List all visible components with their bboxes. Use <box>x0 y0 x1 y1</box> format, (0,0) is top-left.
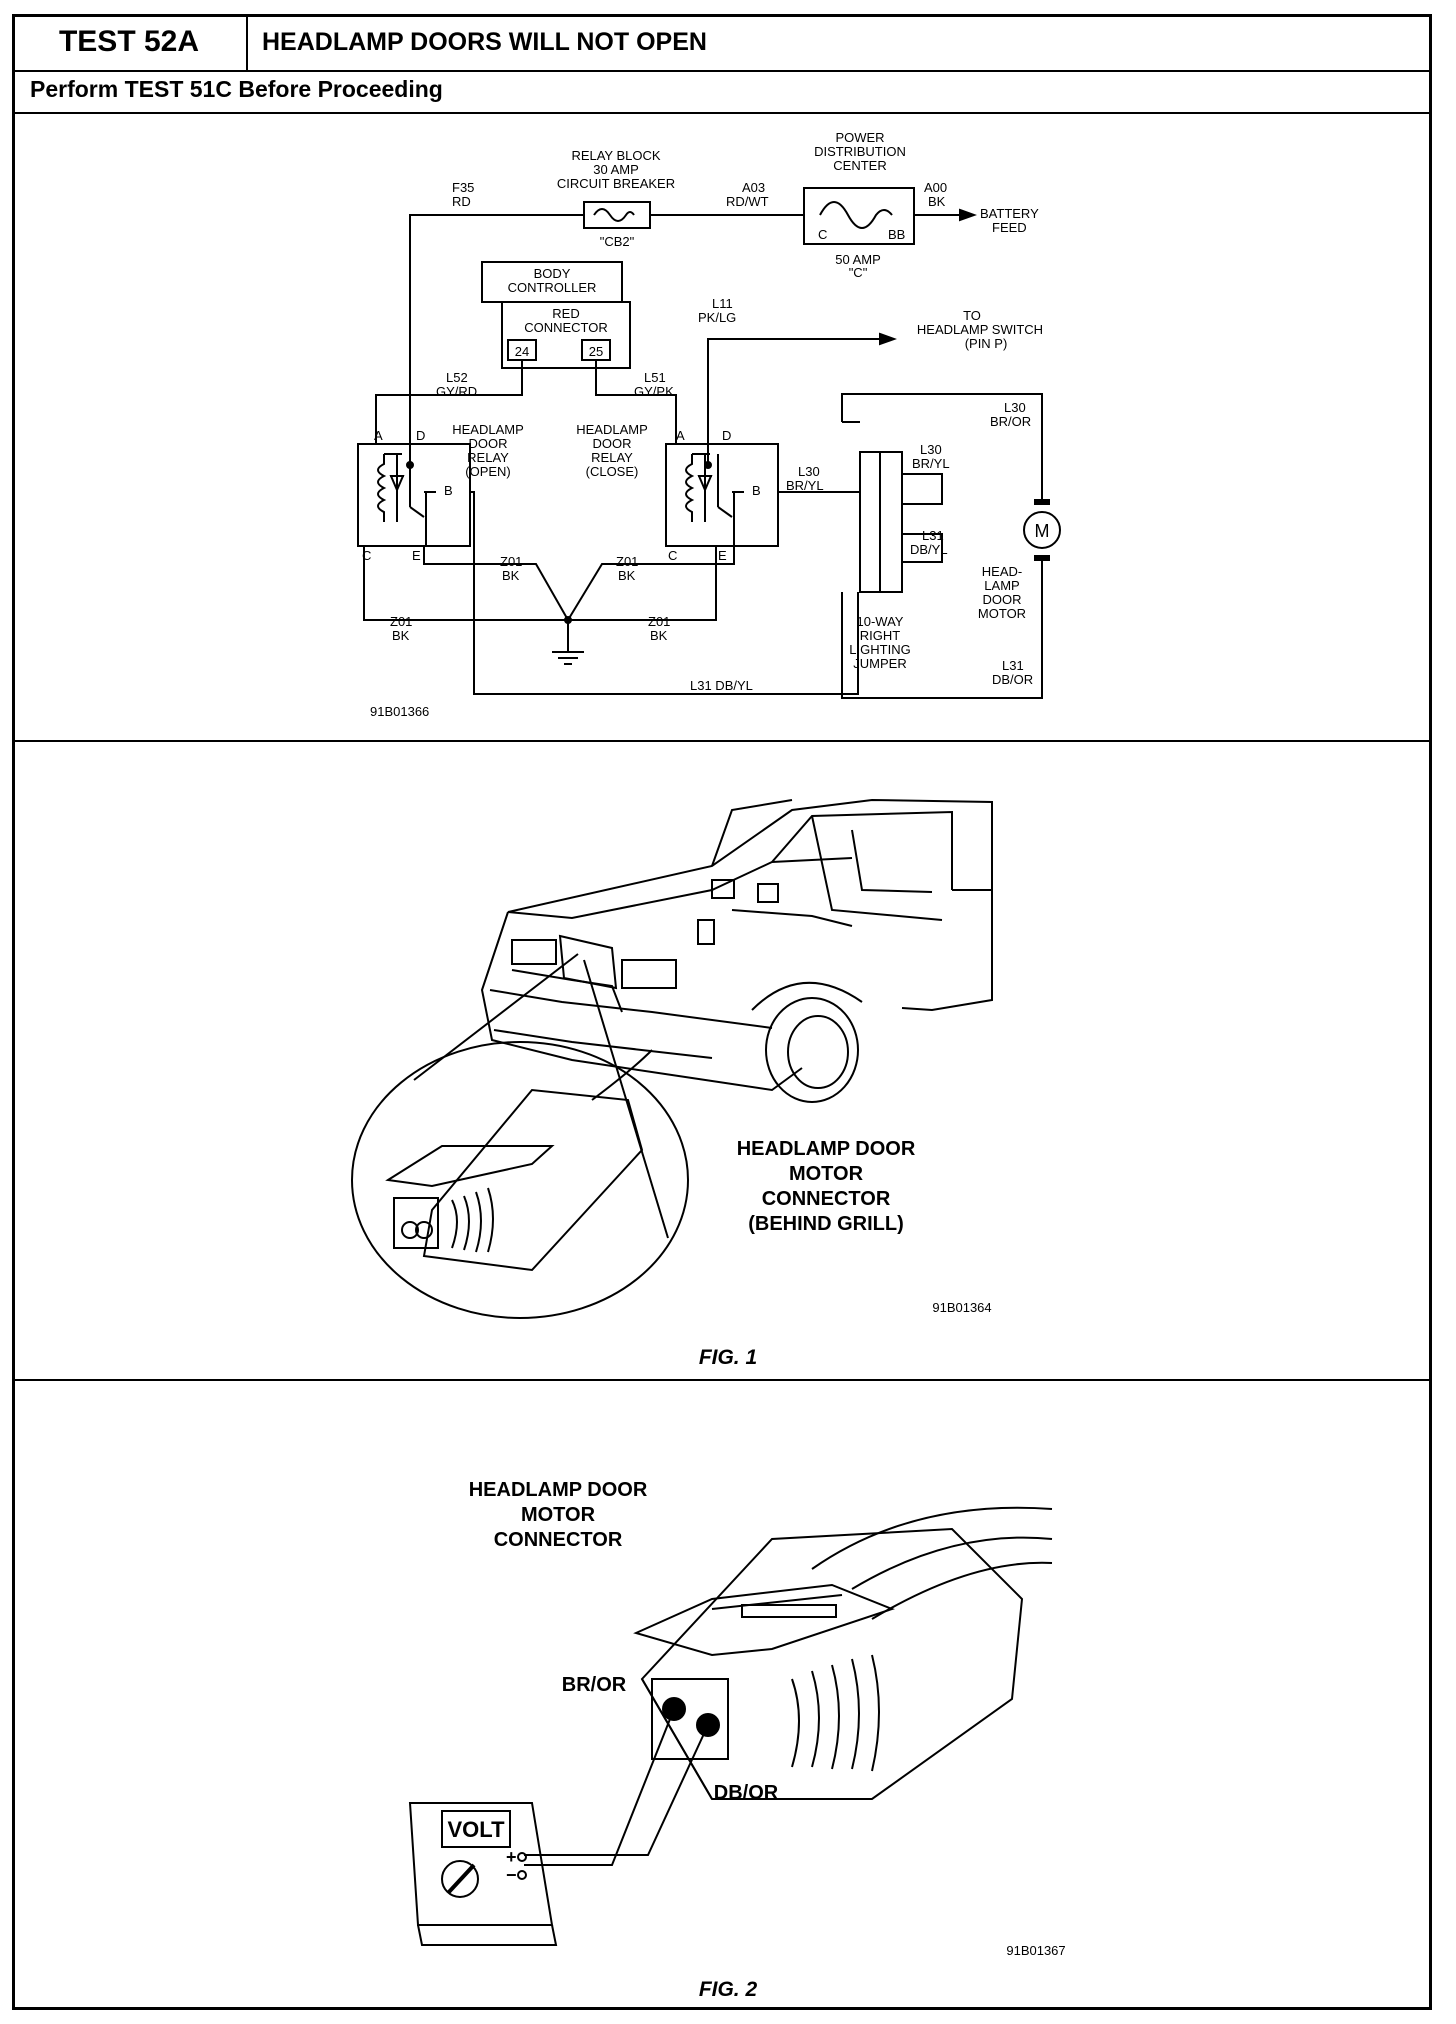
left-pin-d: D <box>416 428 425 443</box>
divider <box>12 1379 1432 1381</box>
minus-terminal: − <box>506 1865 517 1885</box>
wire-l31-left: L31 DB/YL <box>690 678 753 693</box>
pin-25: 25 <box>589 344 603 359</box>
fig1-code: 91B01364 <box>932 1300 991 1315</box>
test-id: TEST 52A <box>12 14 248 70</box>
voltmeter-display: VOLT <box>447 1817 505 1842</box>
page-frame <box>12 14 1432 2010</box>
instruction: Perform TEST 51C Before Proceeding <box>30 76 443 102</box>
plus-terminal: + <box>506 1847 517 1867</box>
right-pin-b: B <box>752 483 761 498</box>
left-pin-a: A <box>374 428 383 443</box>
breaker-name: "CB2" <box>600 234 635 249</box>
fig2-code: 91B01367 <box>1006 1943 1065 1958</box>
test-title: HEADLAMP DOORS WILL NOT OPEN <box>262 27 707 56</box>
fig1-caption: FIG. 1 <box>699 1346 757 1369</box>
pin-24: 24 <box>515 344 529 359</box>
divider <box>12 740 1432 742</box>
db-or-label: DB/OR <box>714 1782 779 1804</box>
left-pin-e: E <box>412 548 421 563</box>
motor-symbol: M <box>1035 521 1050 541</box>
left-pin-b: B <box>444 483 453 498</box>
right-pin-e: E <box>718 548 727 563</box>
divider <box>12 112 1432 114</box>
right-pin-d: D <box>722 428 731 443</box>
right-pin-c: C <box>668 548 677 563</box>
divider <box>12 70 1432 72</box>
pdc-fuse-label: 50 AMP"C" <box>835 252 881 280</box>
right-pin-a: A <box>676 428 685 443</box>
pdc-pin-c: C <box>818 227 827 242</box>
br-or-label: BR/OR <box>562 1674 627 1696</box>
schematic-code: 91B01366 <box>370 704 429 719</box>
fig2-caption: FIG. 2 <box>699 1978 758 2001</box>
left-pin-c: C <box>362 548 371 563</box>
pdc-pin-bb: BB <box>888 227 905 242</box>
